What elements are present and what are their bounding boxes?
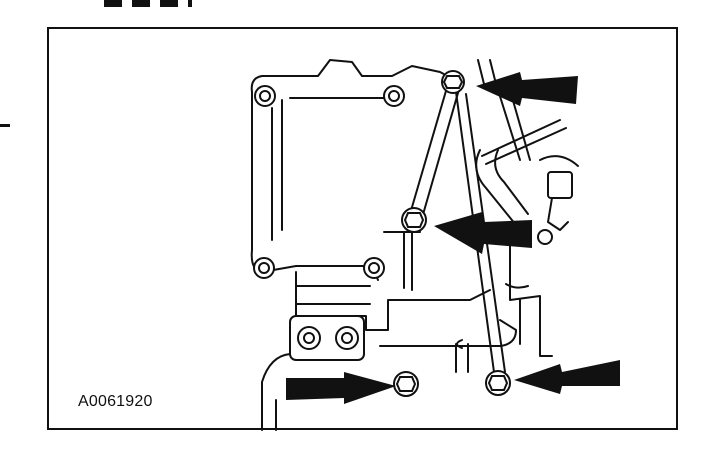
twin-bolt-block [289, 315, 365, 361]
bolt-icon [485, 370, 511, 396]
sensor-body [547, 171, 573, 199]
vertical-stud [383, 231, 421, 291]
lower-housing-outline [295, 271, 491, 331]
lower-curve-housing [261, 319, 517, 431]
arrow-indicator-icon [476, 72, 578, 106]
bolt-icon [441, 70, 465, 94]
diagram-frame [47, 27, 678, 430]
arrow-indicator-icon [434, 212, 532, 254]
bolt-icon [303, 332, 315, 344]
sensor-stem [539, 155, 579, 231]
strut-right-edge [421, 85, 461, 219]
bolt-icon [341, 332, 353, 344]
bolt-icon [401, 207, 427, 233]
harness-line [481, 119, 567, 165]
arrow-indicator-icon [286, 372, 396, 404]
pipe-upper [475, 59, 531, 231]
strut-left-edge [409, 83, 449, 215]
small-stud [455, 339, 469, 373]
top-edge-mark [104, 0, 192, 7]
arrow-indicator-icon [514, 360, 620, 394]
bolt-icon [393, 371, 419, 397]
bracket-inner-edge [271, 97, 389, 241]
bolt-icon [383, 85, 405, 107]
bolt-icon [254, 85, 276, 107]
bolt-icon [335, 326, 359, 350]
bolt-icon [253, 257, 275, 279]
right-housing [505, 229, 553, 357]
bolt-icon [537, 229, 553, 245]
bolt-icon [297, 326, 321, 350]
figure-id-label: A0061920 [78, 393, 153, 410]
bolt-icon [363, 257, 385, 279]
side-edge-mark [0, 124, 10, 127]
